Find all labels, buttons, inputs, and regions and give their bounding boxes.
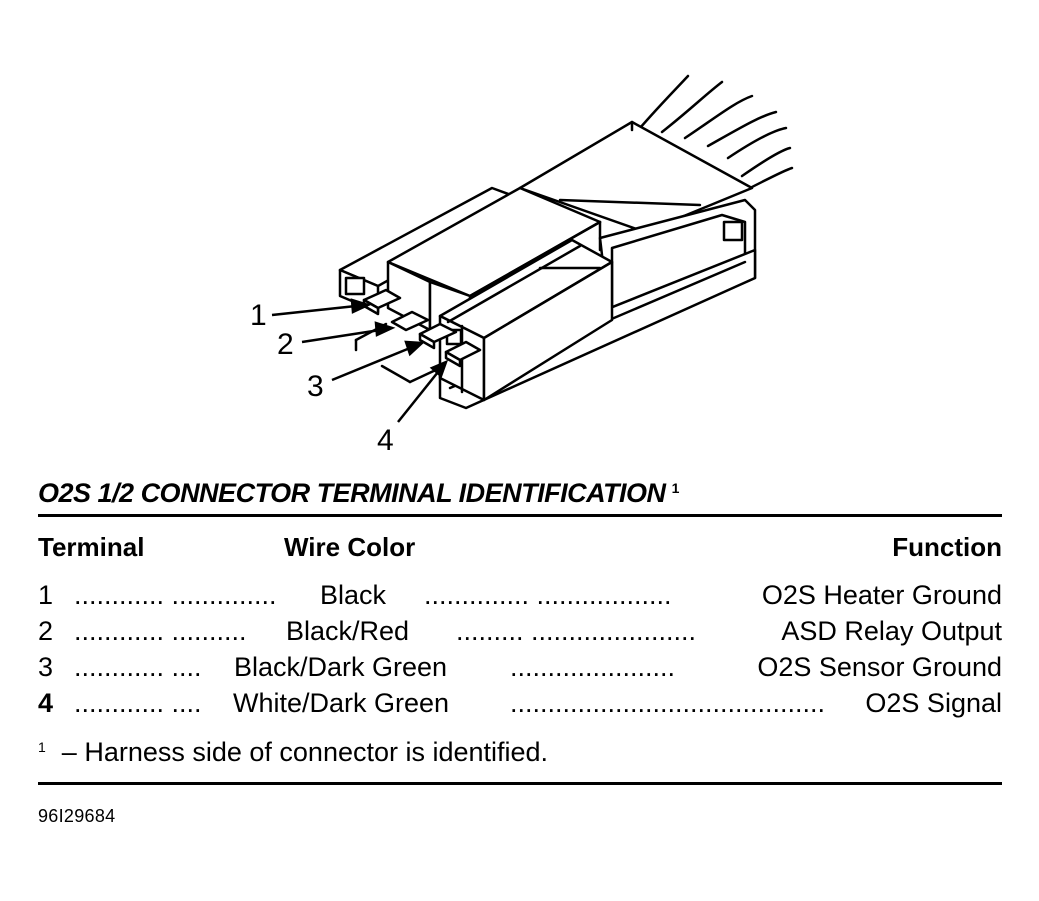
table-title-text: O2S 1/2 CONNECTOR TERMINAL IDENTIFICATIO… [38, 478, 666, 508]
table-title: O2S 1/2 CONNECTOR TERMINAL IDENTIFICATIO… [38, 478, 679, 509]
row-leader-dots: ............ .... [74, 688, 202, 718]
harness-cover [518, 120, 754, 234]
lower-housing [438, 238, 614, 402]
row-leader-dots: ........................................… [510, 688, 826, 718]
callout-arrow-1 [271, 298, 372, 317]
row-leader-dots: .............. .................. [424, 580, 672, 610]
top-rule [38, 514, 1002, 517]
bottom-rule [38, 782, 1002, 785]
row-leader-dots: ......... ...................... [456, 616, 697, 646]
header-function: Function [892, 532, 1002, 562]
terminal-blades [354, 288, 482, 384]
header-wire-color: Wire Color [284, 532, 416, 562]
callout-arrow-2 [301, 321, 396, 344]
row-function: O2S Signal [865, 688, 1002, 718]
table-row: 1 ............ .............. Black ....… [38, 580, 1002, 616]
row-wire-color: Black/Dark Green [234, 652, 448, 682]
connector-diagram: 1 2 3 4 [250, 74, 794, 457]
callout-label-4: 4 [377, 424, 394, 457]
callout-arrow-3 [331, 340, 426, 382]
callout-label-3: 3 [307, 370, 324, 403]
row-terminal: 2 [38, 616, 54, 646]
table-row: 2 ............ .......... Black/Red ....… [38, 616, 1002, 652]
callout-label-2: 2 [277, 328, 294, 361]
row-leader-dots: ............ .... [74, 652, 202, 682]
row-function: O2S Sensor Ground [757, 652, 1002, 682]
row-leader-dots: ............ .............. [74, 580, 277, 610]
footnote-text: – Harness side of connector is identifie… [61, 737, 549, 767]
footnote-mark: 1 [38, 739, 46, 755]
header-terminal: Terminal [38, 532, 145, 562]
row-terminal: 1 [38, 580, 54, 610]
row-function: ASD Relay Output [781, 616, 1002, 646]
row-function: O2S Heater Ground [761, 580, 1002, 610]
footnote: 1 – Harness side of connector is identifi… [38, 737, 548, 768]
callout-arrow-4 [397, 359, 449, 423]
callout-label-1: 1 [250, 299, 267, 332]
figure-code: 96I29684 [38, 806, 116, 826]
row-terminal: 3 [38, 652, 54, 682]
row-leader-dots: ...................... [510, 652, 676, 682]
title-footnote-mark: 1 [671, 480, 680, 496]
row-wire-color: Black/Red [286, 616, 410, 646]
row-wire-color: White/Dark Green [233, 688, 450, 718]
row-leader-dots: ............ .......... [74, 616, 247, 646]
table-row: 3 ............ .... Black/Dark Green ...… [38, 652, 1002, 688]
row-terminal: 4 [38, 688, 54, 718]
table-row: 4 ............ .... White/Dark Green ...… [38, 688, 1002, 724]
row-wire-color: Black [320, 580, 387, 610]
wire-bundle [638, 74, 794, 190]
